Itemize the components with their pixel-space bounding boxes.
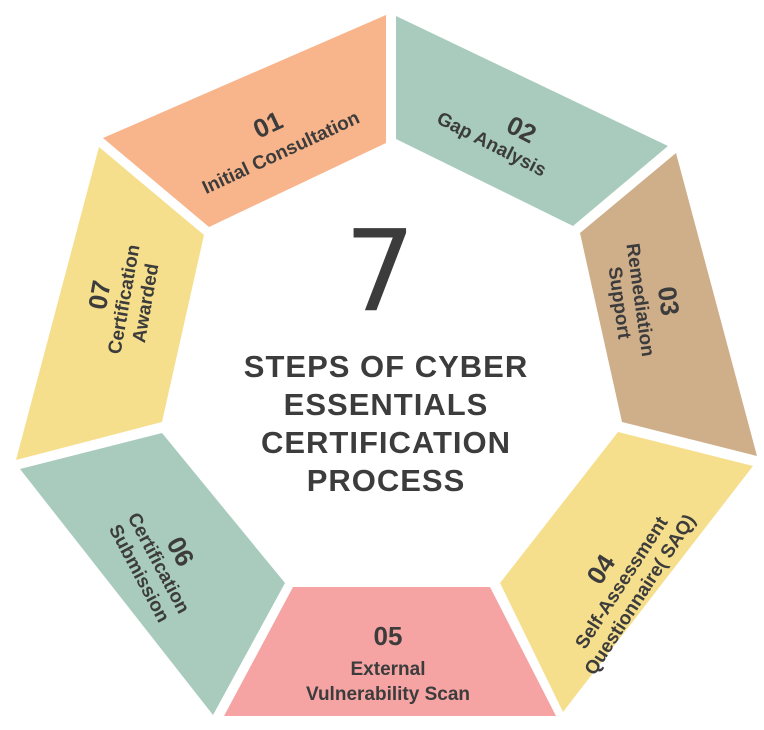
segment-02: [396, 16, 668, 226]
center-title-line-3: CERTIFICATION: [261, 425, 511, 460]
center-title-line-4: PROCESS: [307, 463, 466, 498]
center-title-line-1: STEPS OF CYBER: [244, 349, 528, 384]
center-title-line-2: ESSENTIALS: [284, 387, 489, 422]
segment-07: [16, 147, 204, 460]
segment-05: [224, 587, 556, 716]
step-05: 05 External Vulnerability Scan: [306, 621, 470, 705]
step-number: 05: [374, 621, 403, 651]
segment-06: [20, 433, 285, 715]
center-number: 7: [344, 207, 415, 337]
segment-04: [500, 432, 753, 712]
step-label-line-2: Vulnerability Scan: [306, 684, 470, 705]
segment-01: [103, 15, 386, 227]
step-number: 07: [82, 278, 117, 312]
segment-03: [580, 153, 757, 456]
step-number: 03: [652, 285, 686, 318]
step-label-line-1: External: [351, 659, 426, 680]
